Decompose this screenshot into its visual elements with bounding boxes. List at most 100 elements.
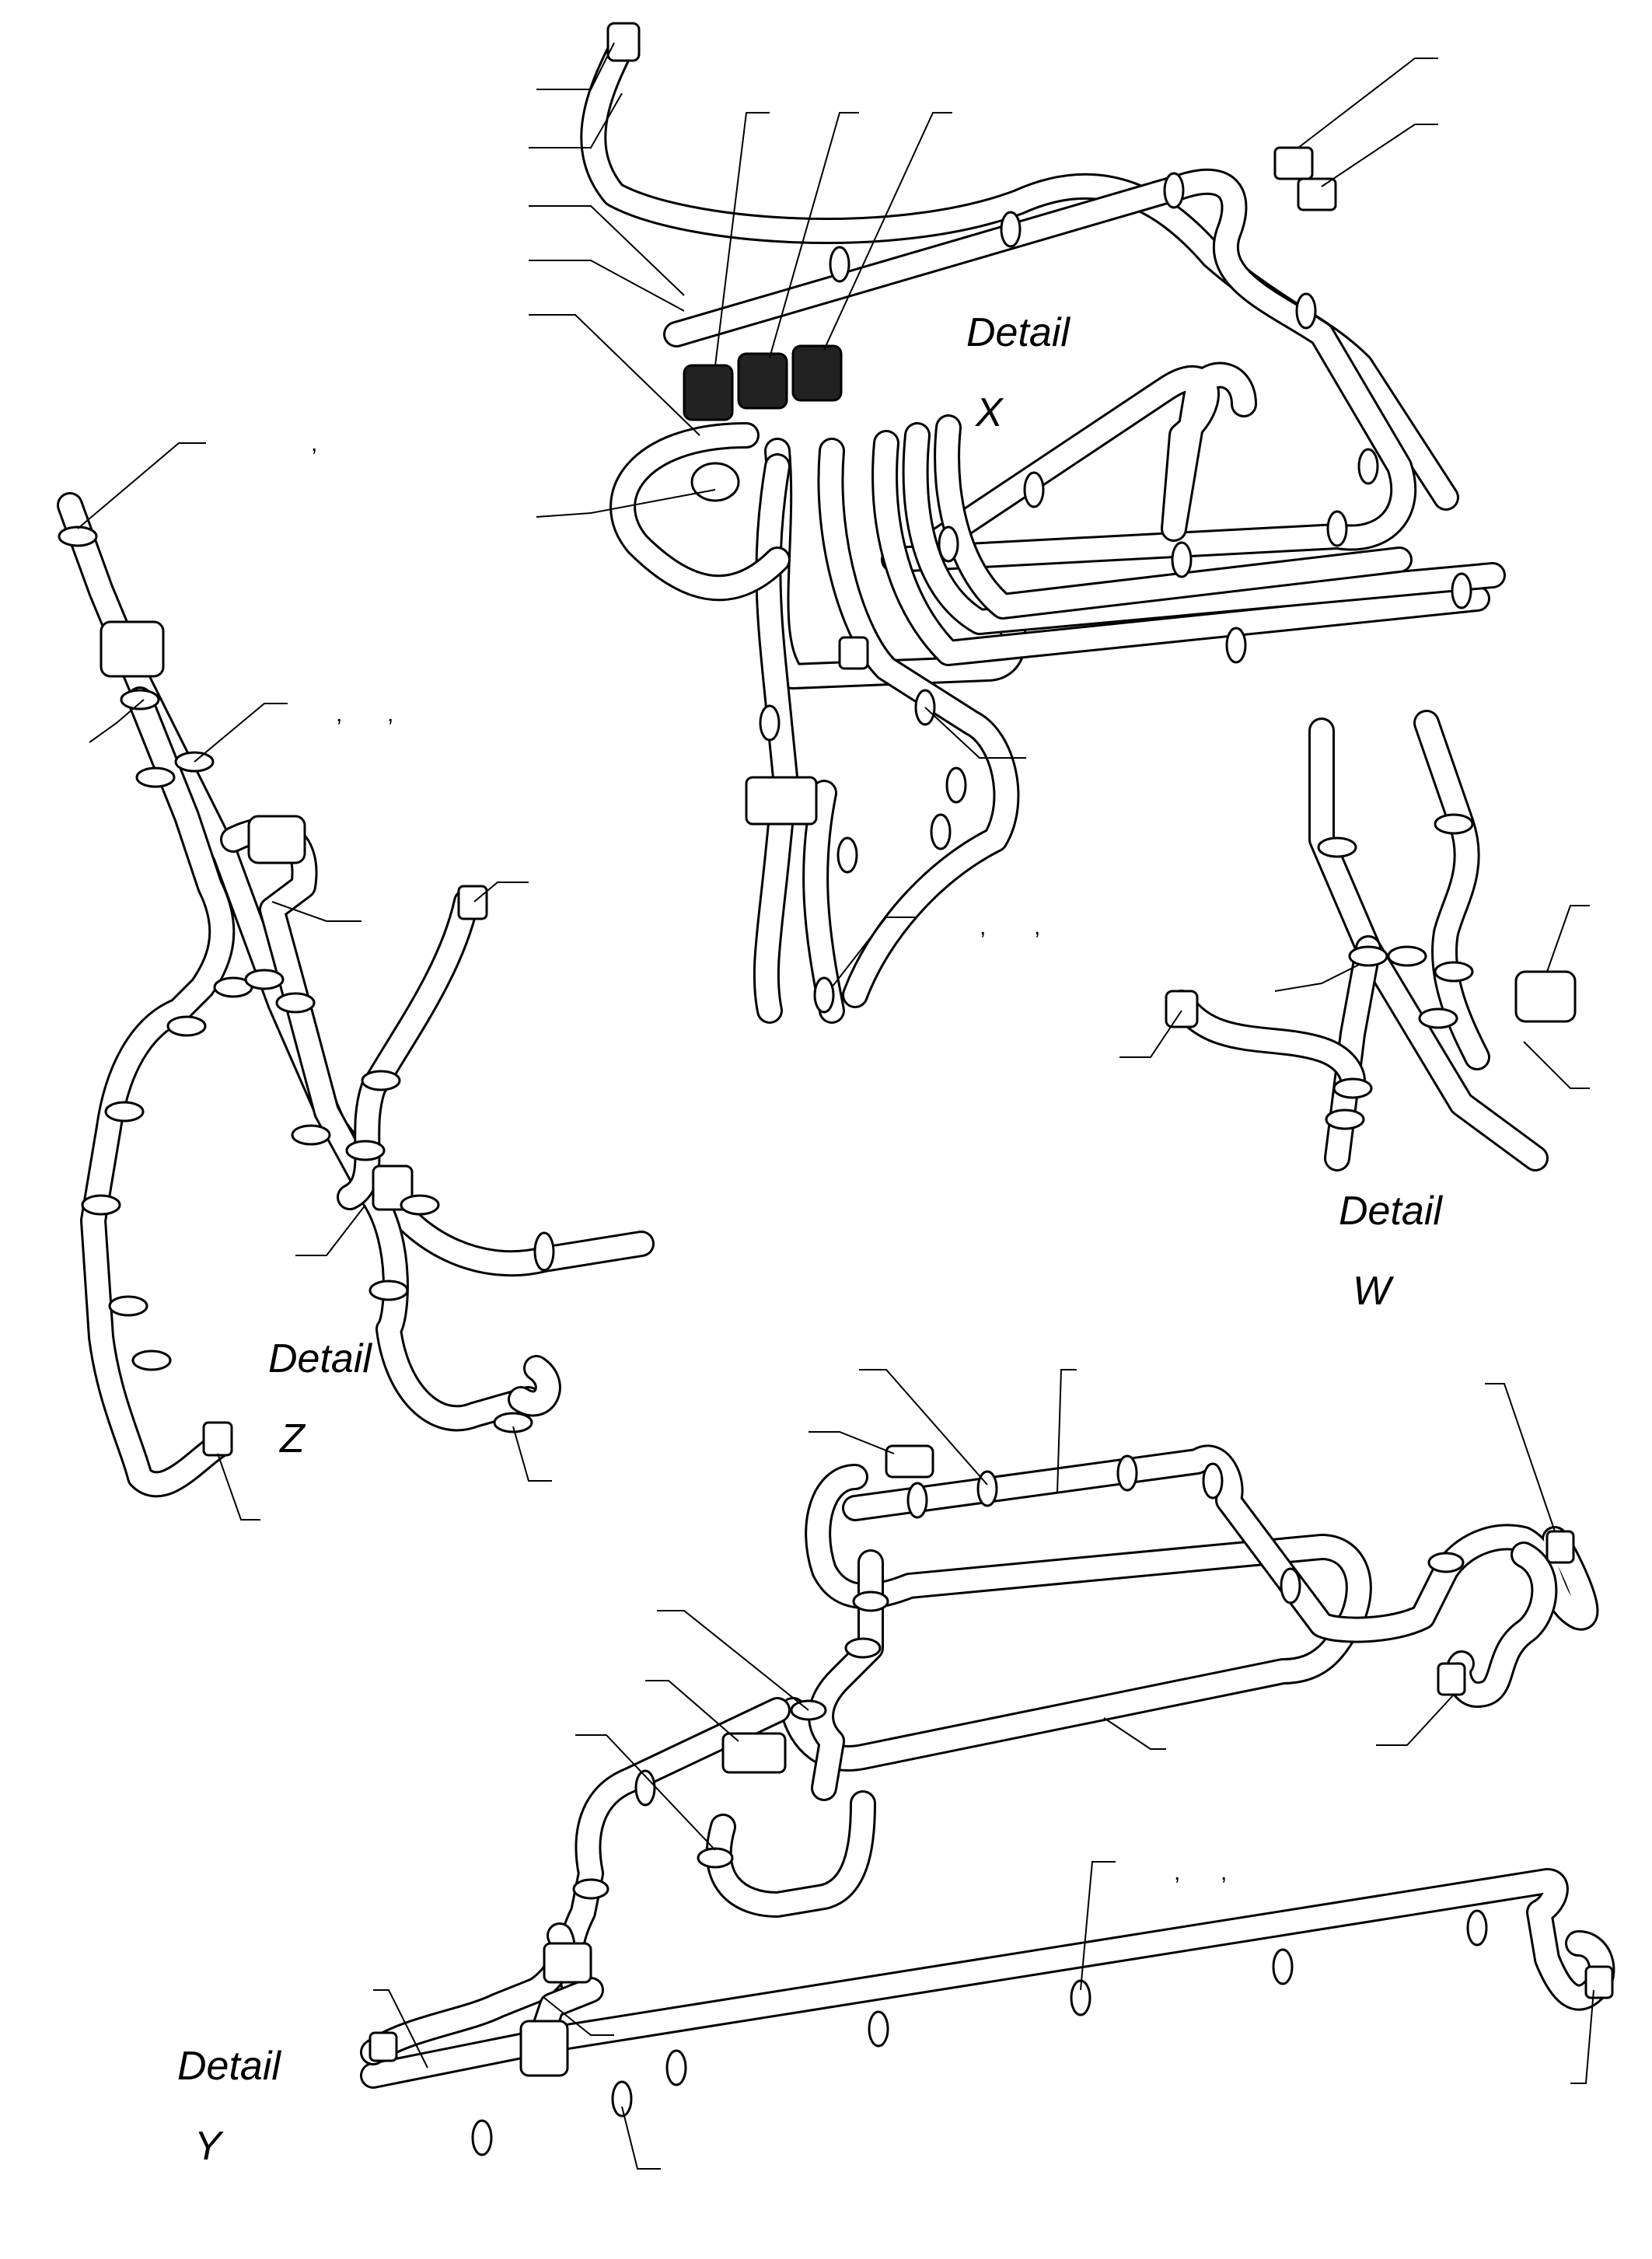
bracket-fitting — [885, 1444, 934, 1479]
detail-y-label: Detail Y — [177, 2044, 281, 2169]
hose-clamp — [906, 1482, 928, 1519]
hose-clamp — [58, 525, 98, 547]
hose-clamp — [361, 1070, 401, 1091]
end-fitting — [1165, 990, 1199, 1028]
detail-z-letter: Z — [278, 1416, 306, 1461]
hose-clamp — [697, 1847, 734, 1869]
end-fitting-right — [1545, 1530, 1575, 1564]
hose-clamp — [1070, 1979, 1091, 2016]
hose-clamp — [868, 2010, 889, 2048]
detail-w-leader-lines — [1119, 905, 1590, 1089]
inline-fitting — [838, 636, 869, 670]
hose-clamp — [836, 836, 858, 874]
end-fitting-left — [368, 2031, 398, 2062]
hose-clamp — [665, 2049, 687, 2086]
detail-z-connectors — [100, 620, 488, 1457]
comma: , — [980, 914, 986, 940]
detail-w-assembly: Detail W — [1119, 710, 1590, 1314]
detail-y-connectors — [368, 1444, 1614, 2077]
hose-clamp — [166, 1015, 207, 1037]
hose-clamp — [1434, 813, 1474, 835]
hose-clamp — [1466, 1909, 1488, 1947]
hose-clamp — [1317, 836, 1357, 858]
comma: , — [311, 431, 317, 456]
tee-fitting-lower — [372, 1164, 414, 1211]
hose-clamp — [1116, 1454, 1138, 1492]
detail-z-leader-lines — [77, 442, 552, 1521]
hose-clamp — [1280, 1567, 1301, 1604]
comma: , — [1221, 1859, 1227, 1885]
hose-clamp — [120, 689, 160, 711]
detail-x-assembly: Detail X — [529, 22, 1506, 1024]
detail-z-word: Detail — [268, 1336, 372, 1381]
hose-clamp — [1332, 1077, 1373, 1099]
valve-block — [543, 1942, 592, 1984]
detail-w-word: Detail — [1339, 1189, 1443, 1234]
hose-clamp — [1163, 172, 1185, 209]
hose-clamp — [1171, 541, 1193, 578]
hose-clamp — [345, 1140, 386, 1161]
quick-coupler-1 — [683, 364, 734, 421]
detail-z-clamps — [58, 525, 555, 1433]
hose-clamp — [1348, 945, 1388, 967]
detail-x-connectors — [606, 22, 1337, 826]
hose-clamp — [759, 704, 781, 742]
detail-w-label: Detail W — [1339, 1189, 1443, 1314]
hose-clamp — [813, 976, 835, 1014]
hose-clamp — [1272, 1948, 1294, 1985]
hose-clamp — [400, 1194, 440, 1216]
hose-clamp — [108, 1295, 148, 1317]
quick-coupler-3 — [791, 344, 843, 402]
detail-z-label: Detail Z — [268, 1336, 372, 1461]
hose-clamp — [1202, 1462, 1224, 1500]
hose-clamp — [1357, 448, 1379, 485]
hose-clamp — [852, 1590, 889, 1612]
detail-x-hoses — [580, 33, 1506, 1024]
detail-w-letter: W — [1353, 1269, 1395, 1314]
hose-clamp — [938, 525, 959, 563]
hose-clamp — [1451, 572, 1472, 609]
detail-w-clamps — [1317, 813, 1474, 1130]
hose-clamp — [131, 1349, 172, 1371]
hose-clamp — [930, 813, 952, 850]
hose-clamp — [1434, 961, 1474, 983]
elbow-fitting — [247, 815, 306, 864]
hose-clamp — [1000, 211, 1022, 248]
detail-z-assembly: Detail Z — [57, 442, 655, 1521]
comma: , — [1034, 914, 1040, 940]
end-fitting-bottom-right — [1584, 1965, 1614, 1999]
hose-clamp — [1326, 510, 1348, 547]
end-fitting-bottom — [202, 1421, 233, 1457]
detail-y-assembly: Detail Y — [177, 1369, 1615, 2170]
comma: , — [387, 701, 393, 727]
elbow-fitting-right-2 — [1297, 177, 1337, 211]
detail-x-letter: X — [975, 390, 1004, 435]
detail-x-word: Detail — [966, 310, 1070, 355]
mounting-bracket — [721, 1732, 787, 1774]
elbow-fitting-right — [1273, 146, 1314, 180]
tee-fitting — [100, 620, 165, 678]
hose-clamp — [291, 1124, 331, 1146]
detail-x-label: Detail X — [966, 310, 1070, 435]
comma: , — [1174, 1859, 1180, 1885]
hose-clamp — [368, 1280, 409, 1301]
hose-clamp — [275, 992, 316, 1014]
hose-clamp — [1418, 1007, 1458, 1029]
detail-x-leader-lines — [529, 42, 1438, 988]
detail-y-hoses — [360, 1444, 1615, 2089]
hose-clamp — [634, 1769, 656, 1807]
cap-fitting — [690, 462, 740, 502]
hose-clamp — [104, 1101, 145, 1123]
detail-y-leader-lines — [373, 1369, 1594, 2170]
hose-clamp — [471, 2119, 493, 2156]
detail-x-clamps — [759, 172, 1472, 1014]
hose-clamp — [844, 1637, 882, 1659]
hose-clamp — [493, 1412, 533, 1433]
hose-clamp — [1295, 292, 1317, 330]
end-fitting-top — [606, 22, 641, 62]
detail-y-clamps — [471, 1454, 1488, 2156]
detail-y-word: Detail — [177, 2044, 281, 2089]
hose-clamp — [533, 1231, 555, 1272]
hose-clamp — [1023, 471, 1045, 508]
